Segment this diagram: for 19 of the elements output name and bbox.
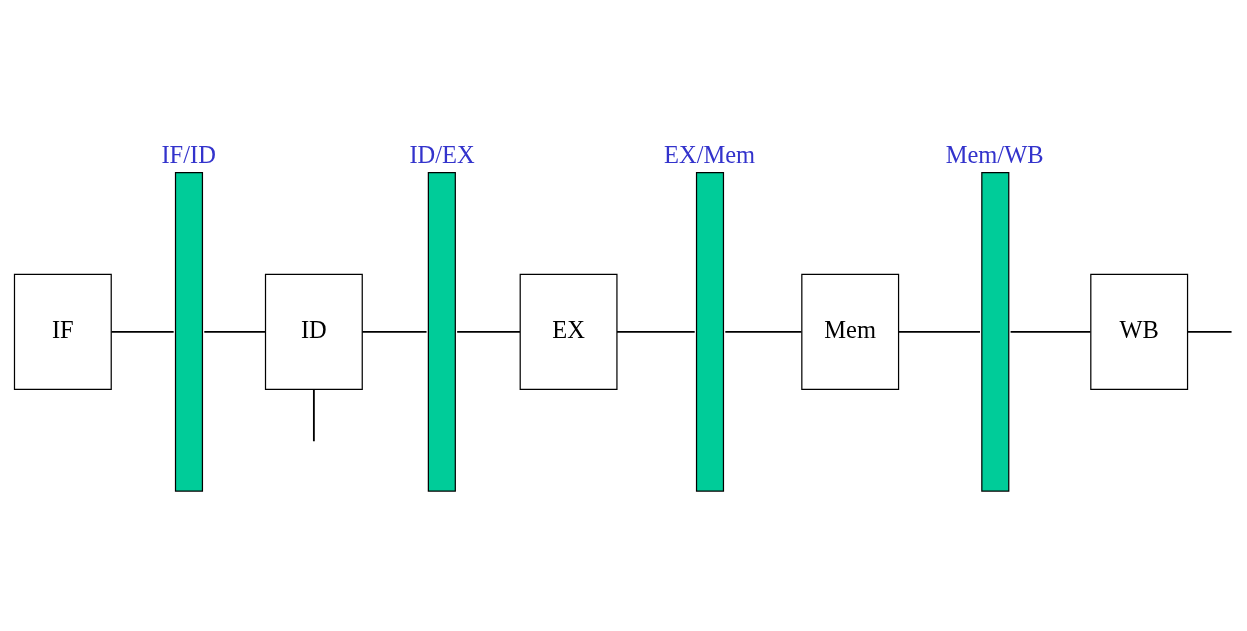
node-box: ID [264, 273, 363, 390]
connector [616, 330, 696, 333]
connector [897, 330, 981, 333]
node-label: IF/ID [161, 140, 216, 168]
connector [1009, 330, 1092, 333]
node-label: Mem/WB [945, 140, 1044, 168]
connector [724, 330, 803, 333]
node-box: WB [1090, 273, 1189, 390]
node-label: EX/Mem [664, 140, 756, 168]
connector [312, 388, 315, 442]
connector [361, 330, 428, 333]
node-label: ID/EX [409, 140, 475, 168]
connector [1186, 330, 1233, 333]
node-box: Mem [801, 273, 900, 390]
connector [110, 330, 175, 333]
node-box: IF [13, 273, 112, 390]
connector [203, 330, 267, 333]
connector [456, 330, 521, 333]
node-box: EX [519, 273, 618, 390]
